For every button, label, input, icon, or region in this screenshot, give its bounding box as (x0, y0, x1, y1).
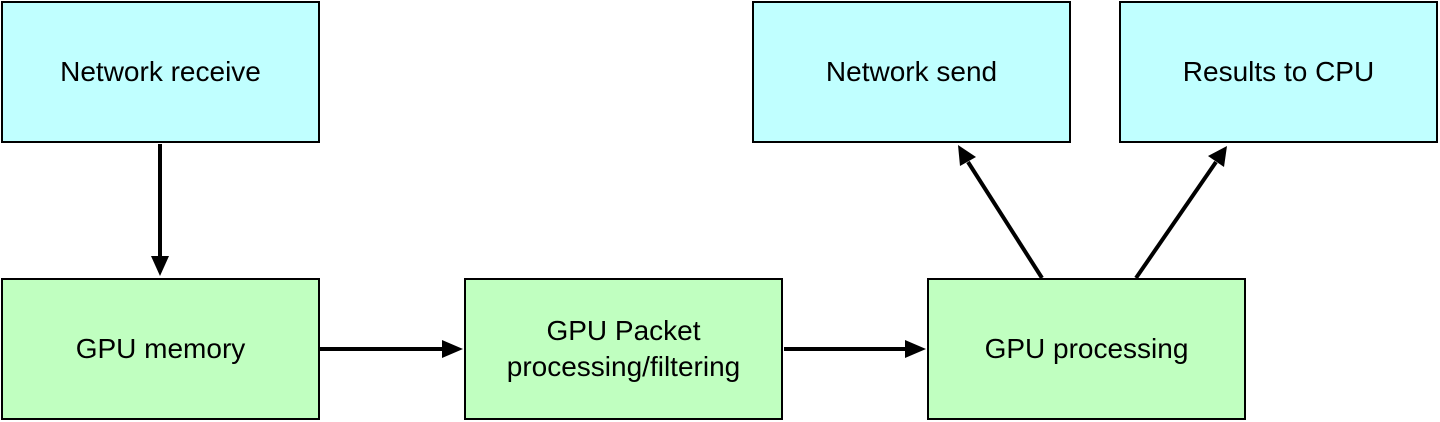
gpu-processing-label: GPU processing (984, 333, 1189, 364)
gpu-memory-box: GPU memory (1, 278, 320, 420)
arrowhead (151, 256, 169, 276)
gpu-packet-label-line2: processing/filtering (506, 351, 741, 382)
arrowhead (442, 340, 463, 358)
gpu-processing-box: GPU processing (927, 278, 1246, 420)
arrowhead (1208, 146, 1227, 167)
network-receive-label: Network receive (60, 56, 261, 87)
arrow-gpu-processing-to-network-send (958, 145, 1044, 280)
results-to-cpu-box: Results to CPU (1119, 1, 1438, 143)
arrowhead (905, 340, 926, 358)
arrow-receive-to-gpu-memory (151, 144, 169, 276)
network-send-label: Network send (825, 56, 998, 87)
network-receive-box: Network receive (1, 1, 320, 143)
arrow-gpu-memory-to-packet (320, 340, 463, 358)
results-to-cpu-label: Results to CPU (1182, 56, 1375, 87)
network-send-box: Network send (752, 1, 1071, 143)
gpu-memory-label: GPU memory (75, 333, 246, 364)
arrow-gpu-processing-to-results (1134, 146, 1227, 280)
gpu-packet-processing-label: GPU Packet processing/filtering (507, 313, 740, 385)
gpu-packet-label-line1: GPU Packet (546, 315, 701, 346)
arrow-packet-to-gpu-processing (784, 340, 926, 358)
gpu-packet-processing-box: GPU Packet processing/filtering (464, 278, 783, 420)
arrowhead (958, 145, 976, 166)
